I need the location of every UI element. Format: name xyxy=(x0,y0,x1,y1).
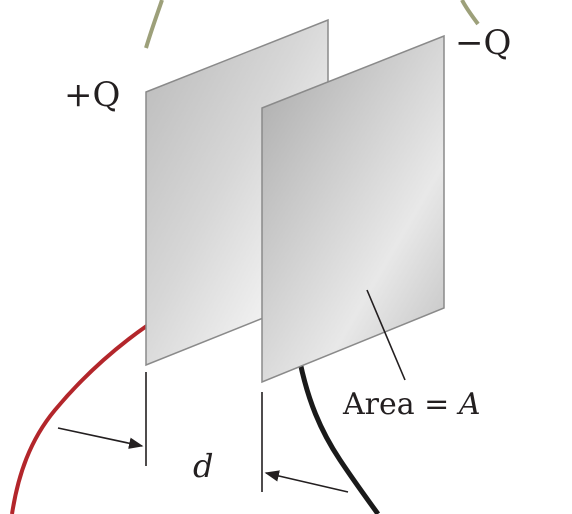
positive-charge-text: +Q xyxy=(64,75,121,115)
black-wire xyxy=(297,361,381,514)
positive-charge-label: +Q xyxy=(64,78,120,112)
area-label: Area = A xyxy=(343,390,481,420)
red-wire xyxy=(10,323,150,514)
negative-plate xyxy=(261,34,445,384)
distance-arrow-right xyxy=(264,470,349,493)
separation-label: d xyxy=(193,447,214,485)
area-symbol: A xyxy=(458,387,481,422)
area-leader-line xyxy=(366,289,406,381)
positive-lead-wire xyxy=(144,0,164,49)
negative-lead-wire xyxy=(460,0,480,26)
negative-charge-label: −Q xyxy=(455,26,511,60)
area-prefix: Area = xyxy=(343,387,459,422)
negative-charge-text: −Q xyxy=(455,23,512,63)
distance-arrow-left xyxy=(57,427,144,449)
